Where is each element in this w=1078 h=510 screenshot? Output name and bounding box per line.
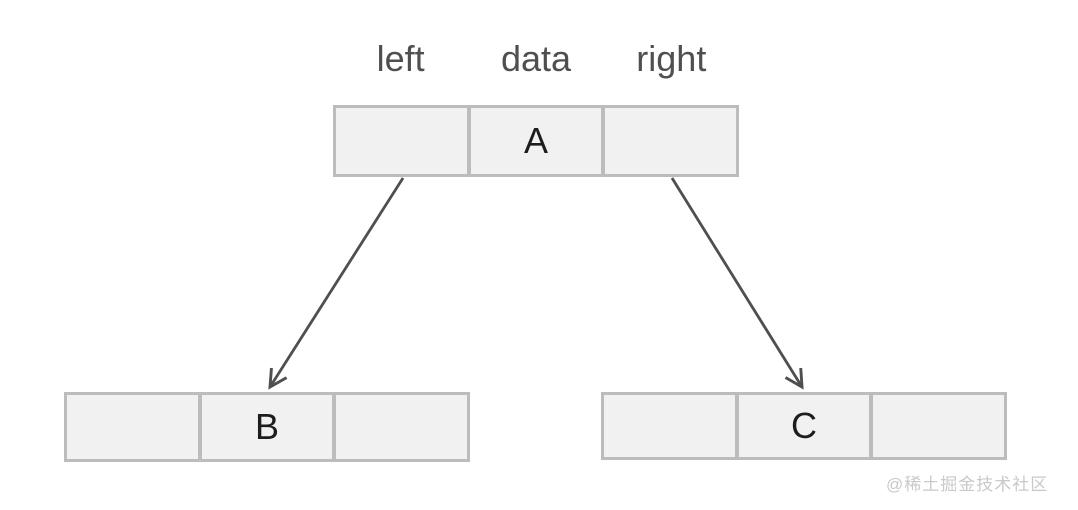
- field-label-left: left: [376, 38, 425, 79]
- community-watermark: @稀土掘金技术社区: [886, 475, 1049, 494]
- tree-node-a: A: [333, 105, 739, 177]
- edge-arrow-a-right-to-c: [670, 177, 804, 390]
- field-label-data: data: [500, 38, 572, 79]
- node-b-data-cell: B: [201, 395, 333, 459]
- field-label-right: right: [636, 38, 707, 79]
- node-c-left-pointer-cell: [604, 395, 735, 457]
- node-c-data-cell: C: [738, 395, 870, 457]
- edge-arrow-a-left-to-b: [268, 177, 405, 390]
- tree-node-c: C: [601, 392, 1007, 460]
- node-a-right-pointer-cell: [605, 108, 737, 174]
- node-a-data-cell: A: [470, 108, 602, 174]
- node-b-left-pointer-cell: [67, 395, 198, 459]
- field-labels-row: left data right: [333, 38, 739, 79]
- node-a-left-pointer-cell: [336, 108, 467, 174]
- node-c-right-pointer-cell: [873, 395, 1005, 457]
- node-b-right-pointer-cell: [336, 395, 468, 459]
- tree-node-b: B: [64, 392, 470, 462]
